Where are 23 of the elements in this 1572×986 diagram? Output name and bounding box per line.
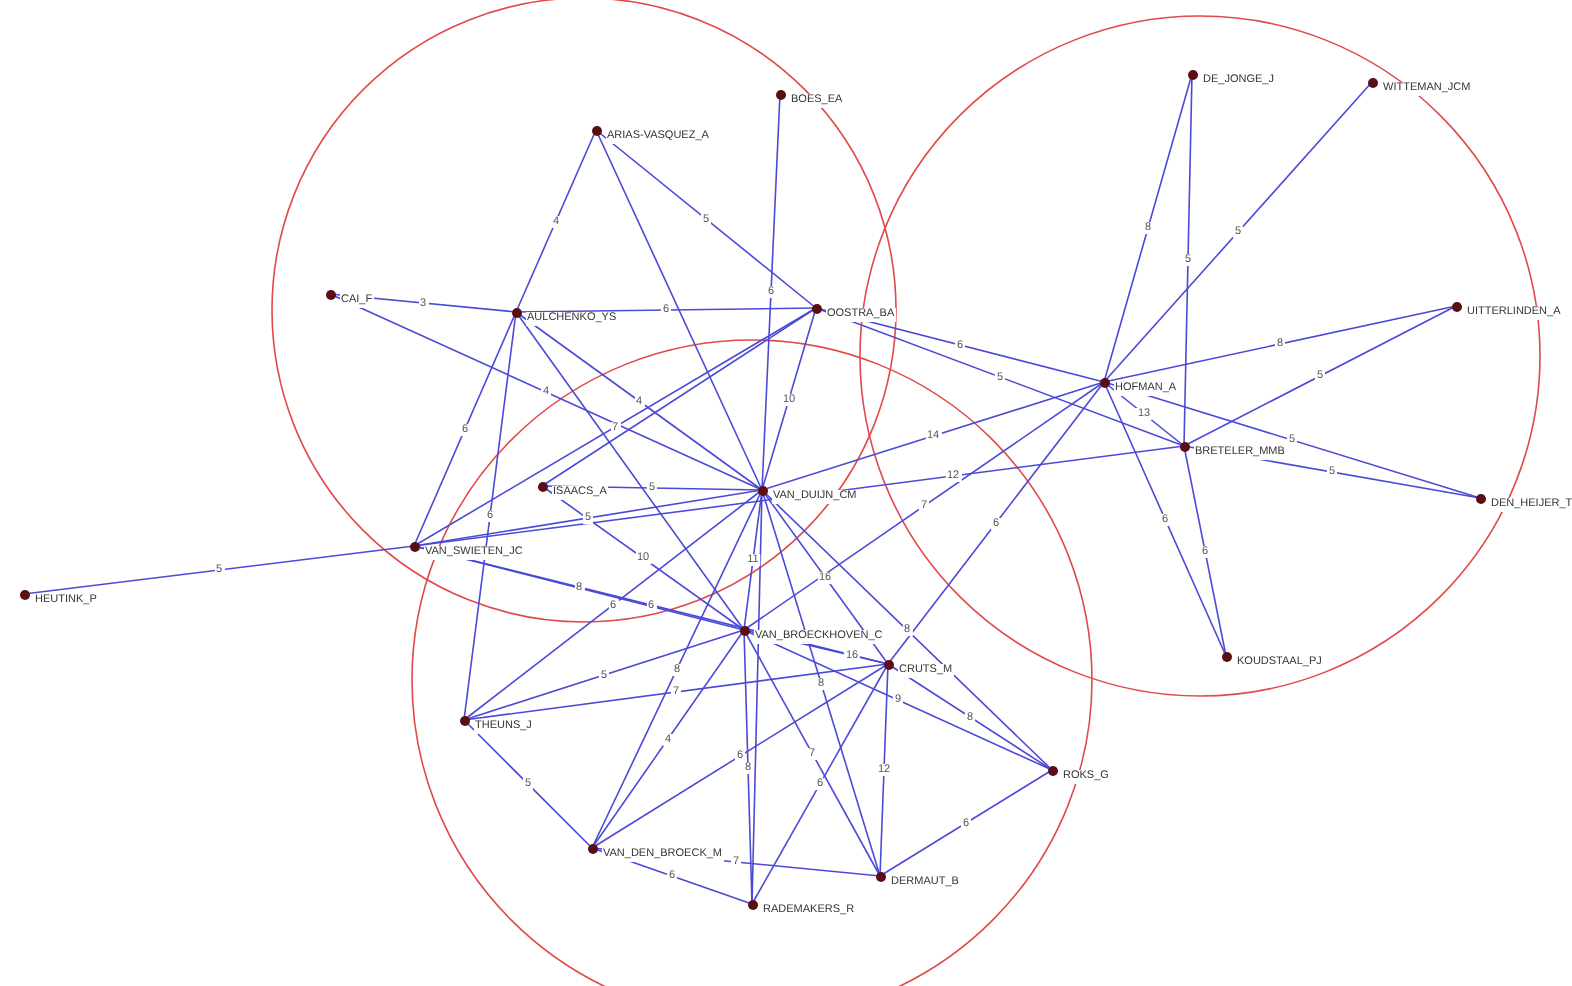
connector-line — [887, 381, 1105, 665]
connector-line — [761, 489, 1053, 771]
connector-line — [515, 129, 597, 313]
connector-line — [541, 307, 817, 487]
connector-line — [743, 381, 1105, 631]
connector-line — [413, 307, 817, 547]
connector-line — [1103, 381, 1185, 447]
connector-line — [879, 769, 1053, 877]
connector-line — [887, 663, 1053, 771]
connector-line — [541, 485, 745, 631]
connector-line — [761, 489, 889, 665]
connector-line — [591, 663, 889, 849]
connector-line — [515, 311, 745, 631]
connector-line — [515, 311, 763, 491]
connector-line — [413, 311, 517, 547]
connector-line — [463, 719, 593, 849]
connector-line — [591, 489, 763, 849]
connector-line — [751, 663, 889, 905]
connector-line — [591, 629, 745, 849]
connector-line — [1183, 305, 1457, 447]
connector-line — [463, 489, 763, 721]
connector-line — [1103, 81, 1373, 383]
connector-line — [595, 129, 817, 309]
